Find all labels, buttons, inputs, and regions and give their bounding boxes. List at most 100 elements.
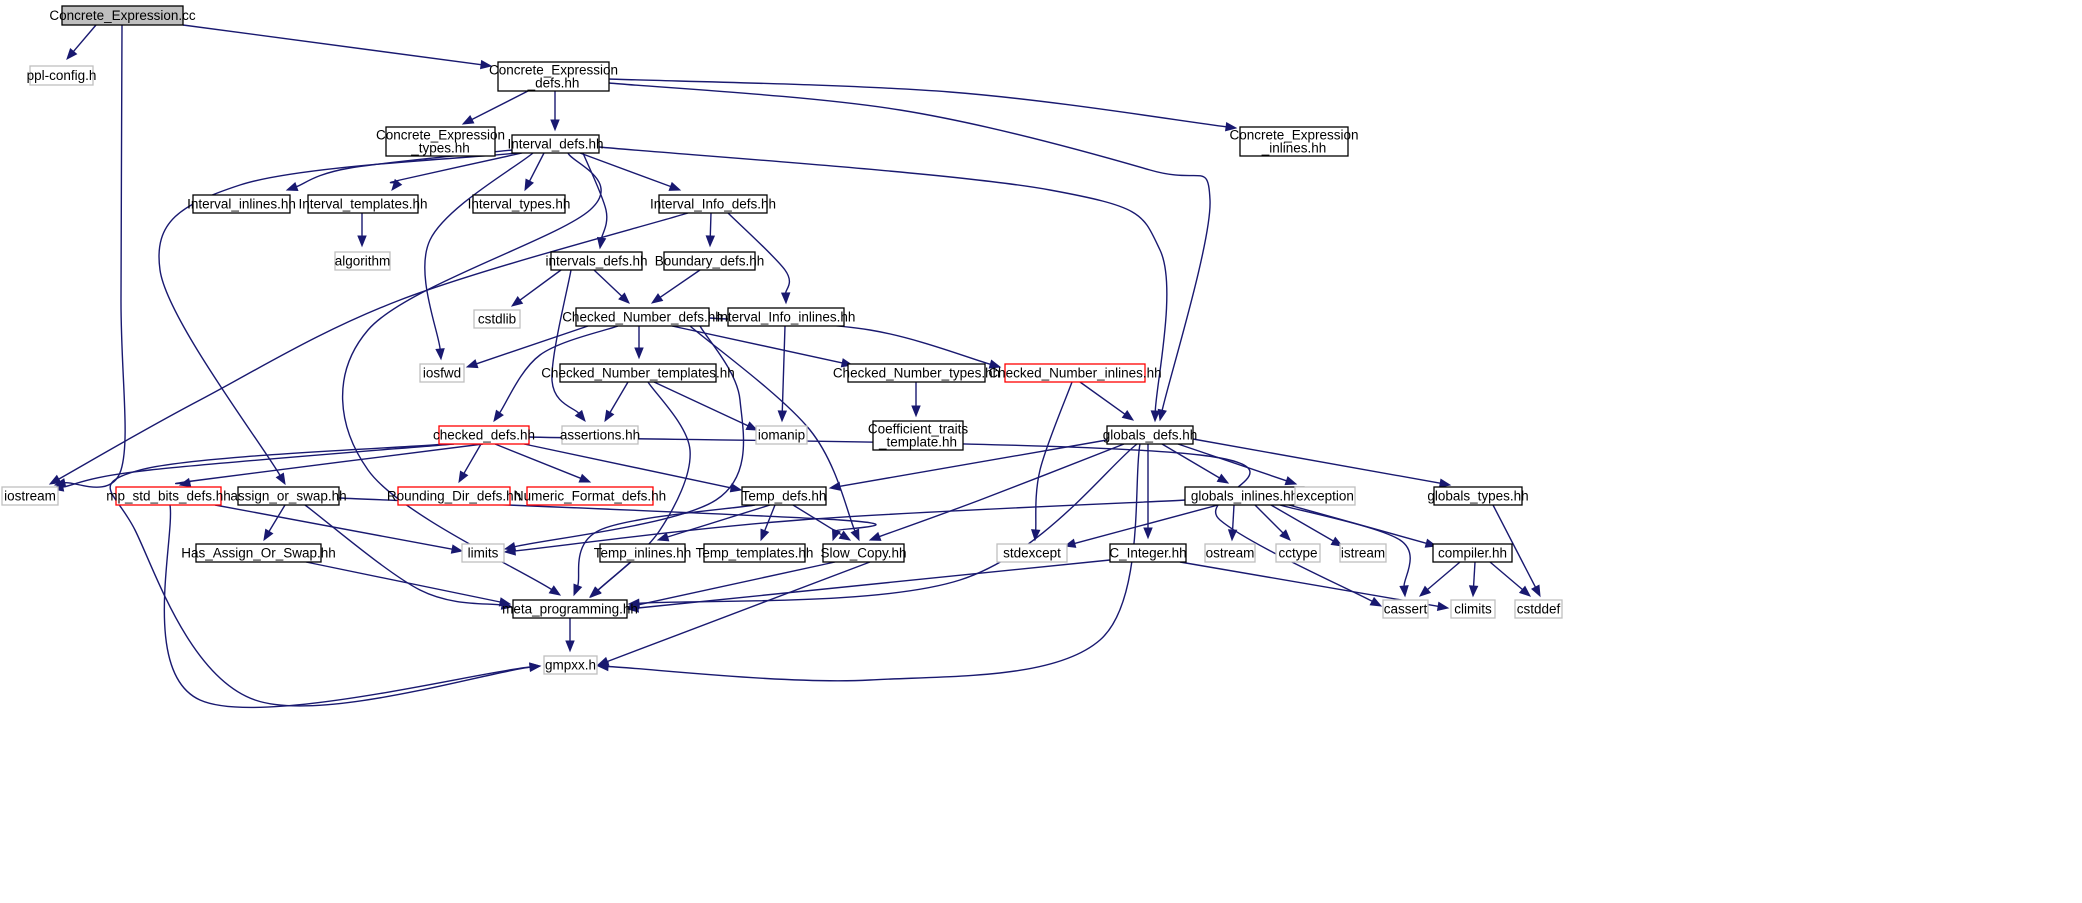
node-box xyxy=(195,543,322,563)
arrowhead xyxy=(911,405,921,418)
arrowhead xyxy=(604,409,615,423)
node-n2[interactable]: Concrete_Expression_defs.hh xyxy=(489,61,618,92)
edge-line xyxy=(577,504,756,586)
node-box xyxy=(561,425,639,445)
node-n7[interactable]: Interval_templates.hh xyxy=(298,194,428,214)
arrowhead xyxy=(503,546,516,556)
edge-n14-n17 xyxy=(634,326,644,360)
node-label: globals_inlines.hh xyxy=(1191,489,1298,504)
node-n19[interactable]: Checked_Number_inlines.hh xyxy=(988,363,1162,383)
node-n6[interactable]: Interval_inlines.hh xyxy=(187,194,296,214)
edge-n4-n27 xyxy=(158,152,518,486)
node-n30[interactable]: Temp_defs.hh xyxy=(741,486,827,506)
node-box xyxy=(1106,425,1194,445)
edge-line xyxy=(389,152,523,184)
node-label: Checked_Number_inlines.hh xyxy=(988,366,1161,381)
edge-line xyxy=(182,24,482,66)
node-n16: iosfwd xyxy=(419,363,465,383)
node-n38[interactable]: Slow_Copy.hh xyxy=(820,543,907,563)
node-label: iostream xyxy=(4,489,56,504)
arrowhead xyxy=(548,585,562,596)
node-n40[interactable]: C_Integer.hh xyxy=(1109,543,1187,563)
node-n9[interactable]: Interval_Info_defs.hh xyxy=(650,194,776,214)
arrowhead xyxy=(988,359,1002,369)
node-box xyxy=(741,486,827,506)
arrowhead xyxy=(529,662,542,672)
arrowhead xyxy=(1063,538,1077,548)
node-n5[interactable]: Concrete_Expression_inlines.hh xyxy=(1229,126,1359,157)
node-n11[interactable]: intervals_defs.hh xyxy=(545,251,648,271)
arrowhead xyxy=(780,292,791,305)
node-n31[interactable]: globals_inlines.hh xyxy=(1184,486,1305,506)
node-n4[interactable]: Interval_defs.hh xyxy=(507,134,604,154)
edge-n45-n49 xyxy=(565,618,575,653)
node-n14[interactable]: Checked_Number_defs.hh xyxy=(562,307,723,327)
arrowhead xyxy=(1418,585,1432,597)
node-box xyxy=(543,655,598,675)
arrowhead xyxy=(626,603,639,613)
node-box xyxy=(473,309,521,329)
node-n44[interactable]: compiler.hh xyxy=(1432,543,1513,563)
node-n47: climits xyxy=(1450,599,1496,619)
arrowhead xyxy=(178,477,192,488)
arrowhead xyxy=(668,181,682,191)
node-n39: stdexcept xyxy=(996,543,1068,563)
node-n12[interactable]: Boundary_defs.hh xyxy=(655,251,765,271)
edge-n4-n7 xyxy=(389,152,523,192)
node-label: compiler.hh xyxy=(1438,546,1507,561)
edge-n24-n30 xyxy=(828,439,1108,491)
arrowhead xyxy=(480,59,493,70)
node-box xyxy=(1514,599,1563,619)
node-n20[interactable]: Coefficient_traits_template.hh xyxy=(868,420,969,451)
node-n36[interactable]: Temp_inlines.hh xyxy=(594,543,692,563)
edge-line xyxy=(58,212,689,480)
edge-line xyxy=(764,504,776,531)
edge-n2-n5 xyxy=(608,78,1238,132)
node-n26[interactable]: mp_std_bits_defs.hh xyxy=(106,486,231,506)
edge-line xyxy=(598,146,1168,412)
arrowhead xyxy=(435,348,445,361)
edge-line xyxy=(158,152,518,476)
arrowhead xyxy=(574,409,586,423)
node-n3[interactable]: Concrete_Expression_types.hh xyxy=(376,126,505,157)
edge-n14-n18 xyxy=(671,325,854,368)
node-label: Checked_Number_types.hh xyxy=(833,366,1000,381)
edge-line xyxy=(609,381,629,413)
node-box xyxy=(438,425,530,445)
node-n35[interactable]: Has_Assign_Or_Swap.hh xyxy=(181,543,336,563)
edge-line xyxy=(72,24,97,52)
edge-n2-n4 xyxy=(550,91,560,132)
node-n24[interactable]: globals_defs.hh xyxy=(1103,425,1198,445)
node-label: _defs.hh xyxy=(527,76,580,91)
node-n37[interactable]: Temp_templates.hh xyxy=(696,543,814,563)
arrowhead xyxy=(510,296,524,307)
edge-n7-n10 xyxy=(357,213,367,248)
node-n8[interactable]: Interval_types.hh xyxy=(468,194,571,214)
node-n28[interactable]: Rounding_Dir_defs.hh xyxy=(387,486,521,506)
edge-n24-n33 xyxy=(1192,438,1452,488)
edge-n4-n45 xyxy=(341,152,602,596)
node-n15[interactable]: Interval_Info_inlines.hh xyxy=(717,307,856,327)
arrowhead xyxy=(524,178,534,192)
node-n29[interactable]: Numeric_Format_defs.hh xyxy=(514,486,666,506)
edge-line xyxy=(582,152,608,239)
node-n18[interactable]: Checked_Number_types.hh xyxy=(833,363,1000,383)
node-n21[interactable]: checked_defs.hh xyxy=(433,425,535,445)
node-n33[interactable]: globals_types.hh xyxy=(1427,486,1529,506)
arrowhead xyxy=(777,410,788,423)
arrowhead xyxy=(1143,527,1153,540)
node-label: C_Integer.hh xyxy=(1109,546,1186,561)
node-box xyxy=(461,543,505,563)
node-n27[interactable]: assign_or_swap.hh xyxy=(230,486,347,506)
edge-n44-n46 xyxy=(1418,561,1461,597)
node-box xyxy=(1239,126,1349,157)
node-label: ostream xyxy=(1206,546,1255,561)
edge-n14-n21 xyxy=(493,325,619,423)
node-n45[interactable]: meta_programming.hh xyxy=(502,599,638,619)
edge-line xyxy=(727,212,791,294)
edge-line xyxy=(879,443,1125,538)
node-box xyxy=(658,194,768,214)
edge-line xyxy=(1079,381,1126,415)
node-n0[interactable]: Concrete_Expression.cc xyxy=(49,5,196,26)
node-n17[interactable]: Checked_Number_templates.hh xyxy=(541,363,735,383)
